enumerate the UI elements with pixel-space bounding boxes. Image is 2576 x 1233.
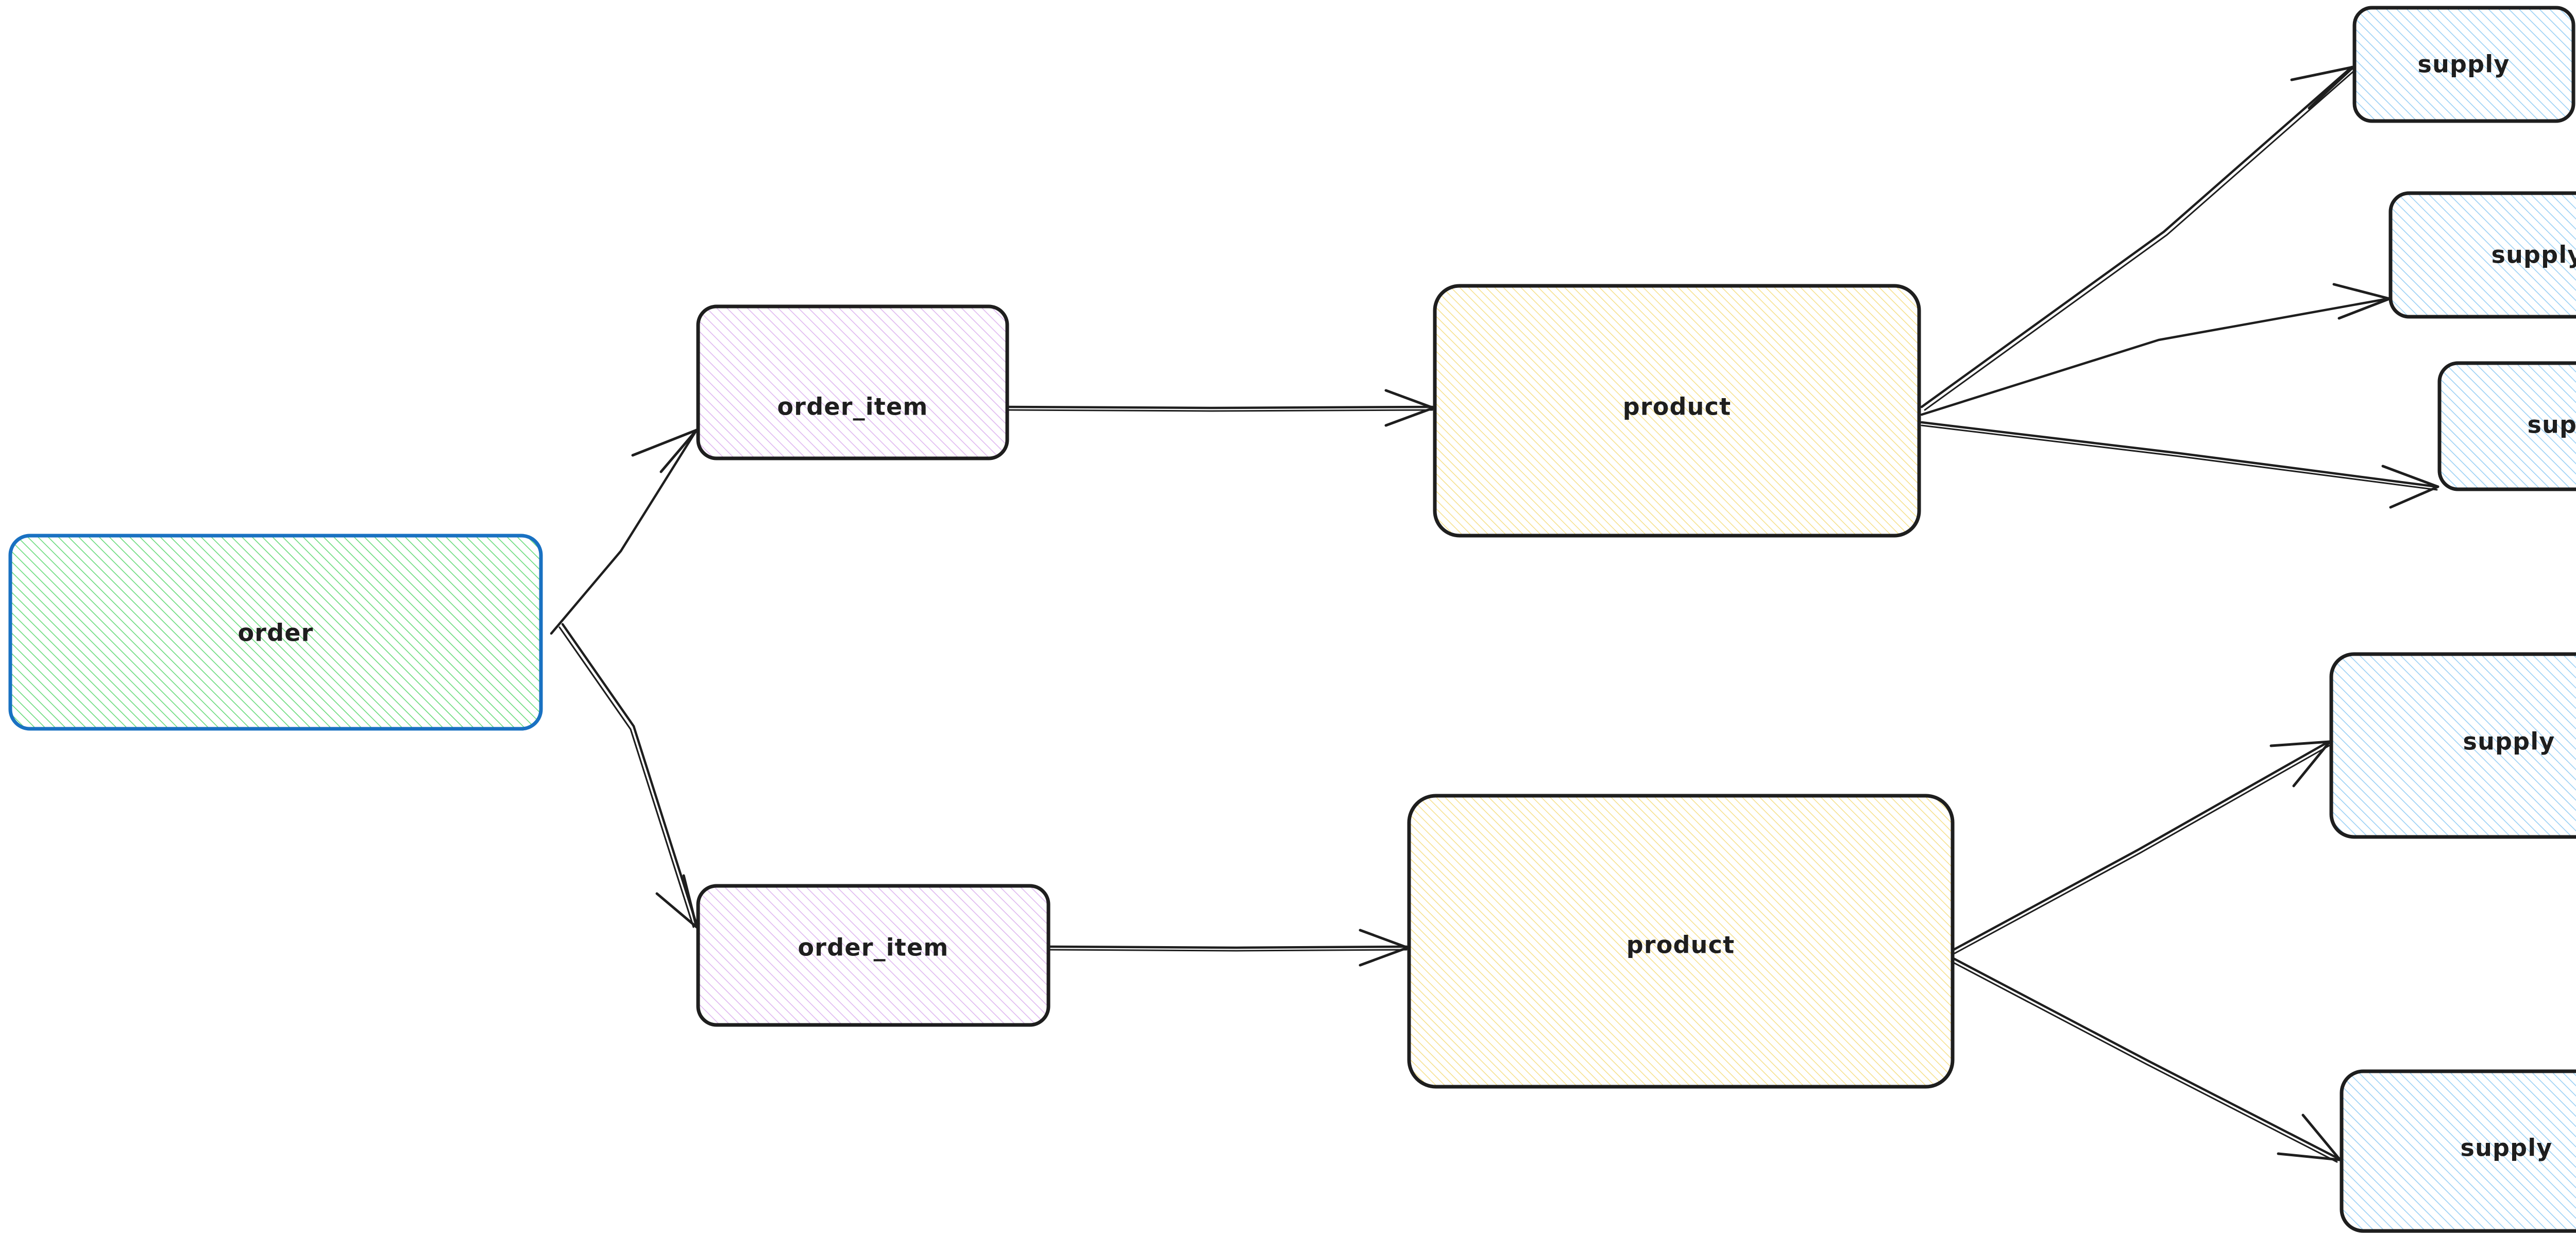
node-product-top-label: product	[1623, 393, 1732, 421]
node-supply-3[interactable]: supply	[2437, 361, 2576, 491]
node-supply-2[interactable]: supply	[2388, 191, 2576, 319]
node-supply-1-label: supply	[2418, 50, 2510, 78]
node-product-top-shape	[1433, 284, 1921, 538]
node-order-item-bottom-label: order_item	[798, 934, 949, 962]
node-order[interactable]: order	[8, 534, 543, 731]
node-supply-4-shape	[2329, 652, 2576, 839]
node-order-item-bottom[interactable]: order_item	[696, 884, 1050, 1027]
node-supply-2-shape	[2388, 191, 2576, 319]
node-supply-1[interactable]: supply	[2352, 6, 2575, 123]
edge-product-top-to-supply-2[interactable]	[1920, 283, 2391, 416]
node-supply-1-shape	[2352, 6, 2575, 123]
node-order-item-top[interactable]: order_item	[696, 304, 1009, 460]
node-order-label: order	[238, 619, 313, 647]
node-supply-5[interactable]: supply	[2340, 1069, 2576, 1233]
edge-product-bottom-to-supply-4[interactable]	[1951, 740, 2332, 954]
node-supply-3-label: supply	[2528, 411, 2576, 439]
node-supply-4-label: supply	[2463, 728, 2555, 756]
edge-product-top-to-supply-3[interactable]	[1920, 421, 2439, 509]
node-supply-5-shape	[2340, 1069, 2576, 1233]
node-product-bottom-shape	[1407, 794, 1955, 1089]
edge-product-top-to-supply-1[interactable]	[1920, 65, 2356, 411]
edge-product-bottom-to-supply-5[interactable]	[1950, 956, 2342, 1163]
node-order-item-bottom-shape	[696, 884, 1050, 1027]
node-supply-2-label: supply	[2492, 241, 2576, 269]
edge-order-to-order-item-top[interactable]	[550, 429, 698, 635]
node-supply-5-label: supply	[2461, 1134, 2553, 1162]
node-supply-3-shape	[2437, 361, 2576, 491]
node-product-bottom[interactable]: product	[1407, 794, 1955, 1089]
node-product-bottom-label: product	[1626, 931, 1735, 959]
node-order-item-top-shape	[696, 304, 1009, 460]
edge-order-item-top-to-product-top[interactable]	[1007, 389, 1435, 427]
node-order-shape	[8, 534, 543, 731]
edge-order-to-order-item-bottom[interactable]	[558, 623, 698, 929]
edge-order-item-bottom-to-product-bottom[interactable]	[1048, 929, 1409, 967]
node-product-top[interactable]: product	[1433, 284, 1921, 538]
node-order-item-top-label: order_item	[777, 393, 928, 421]
node-supply-4[interactable]: supply	[2329, 652, 2576, 839]
